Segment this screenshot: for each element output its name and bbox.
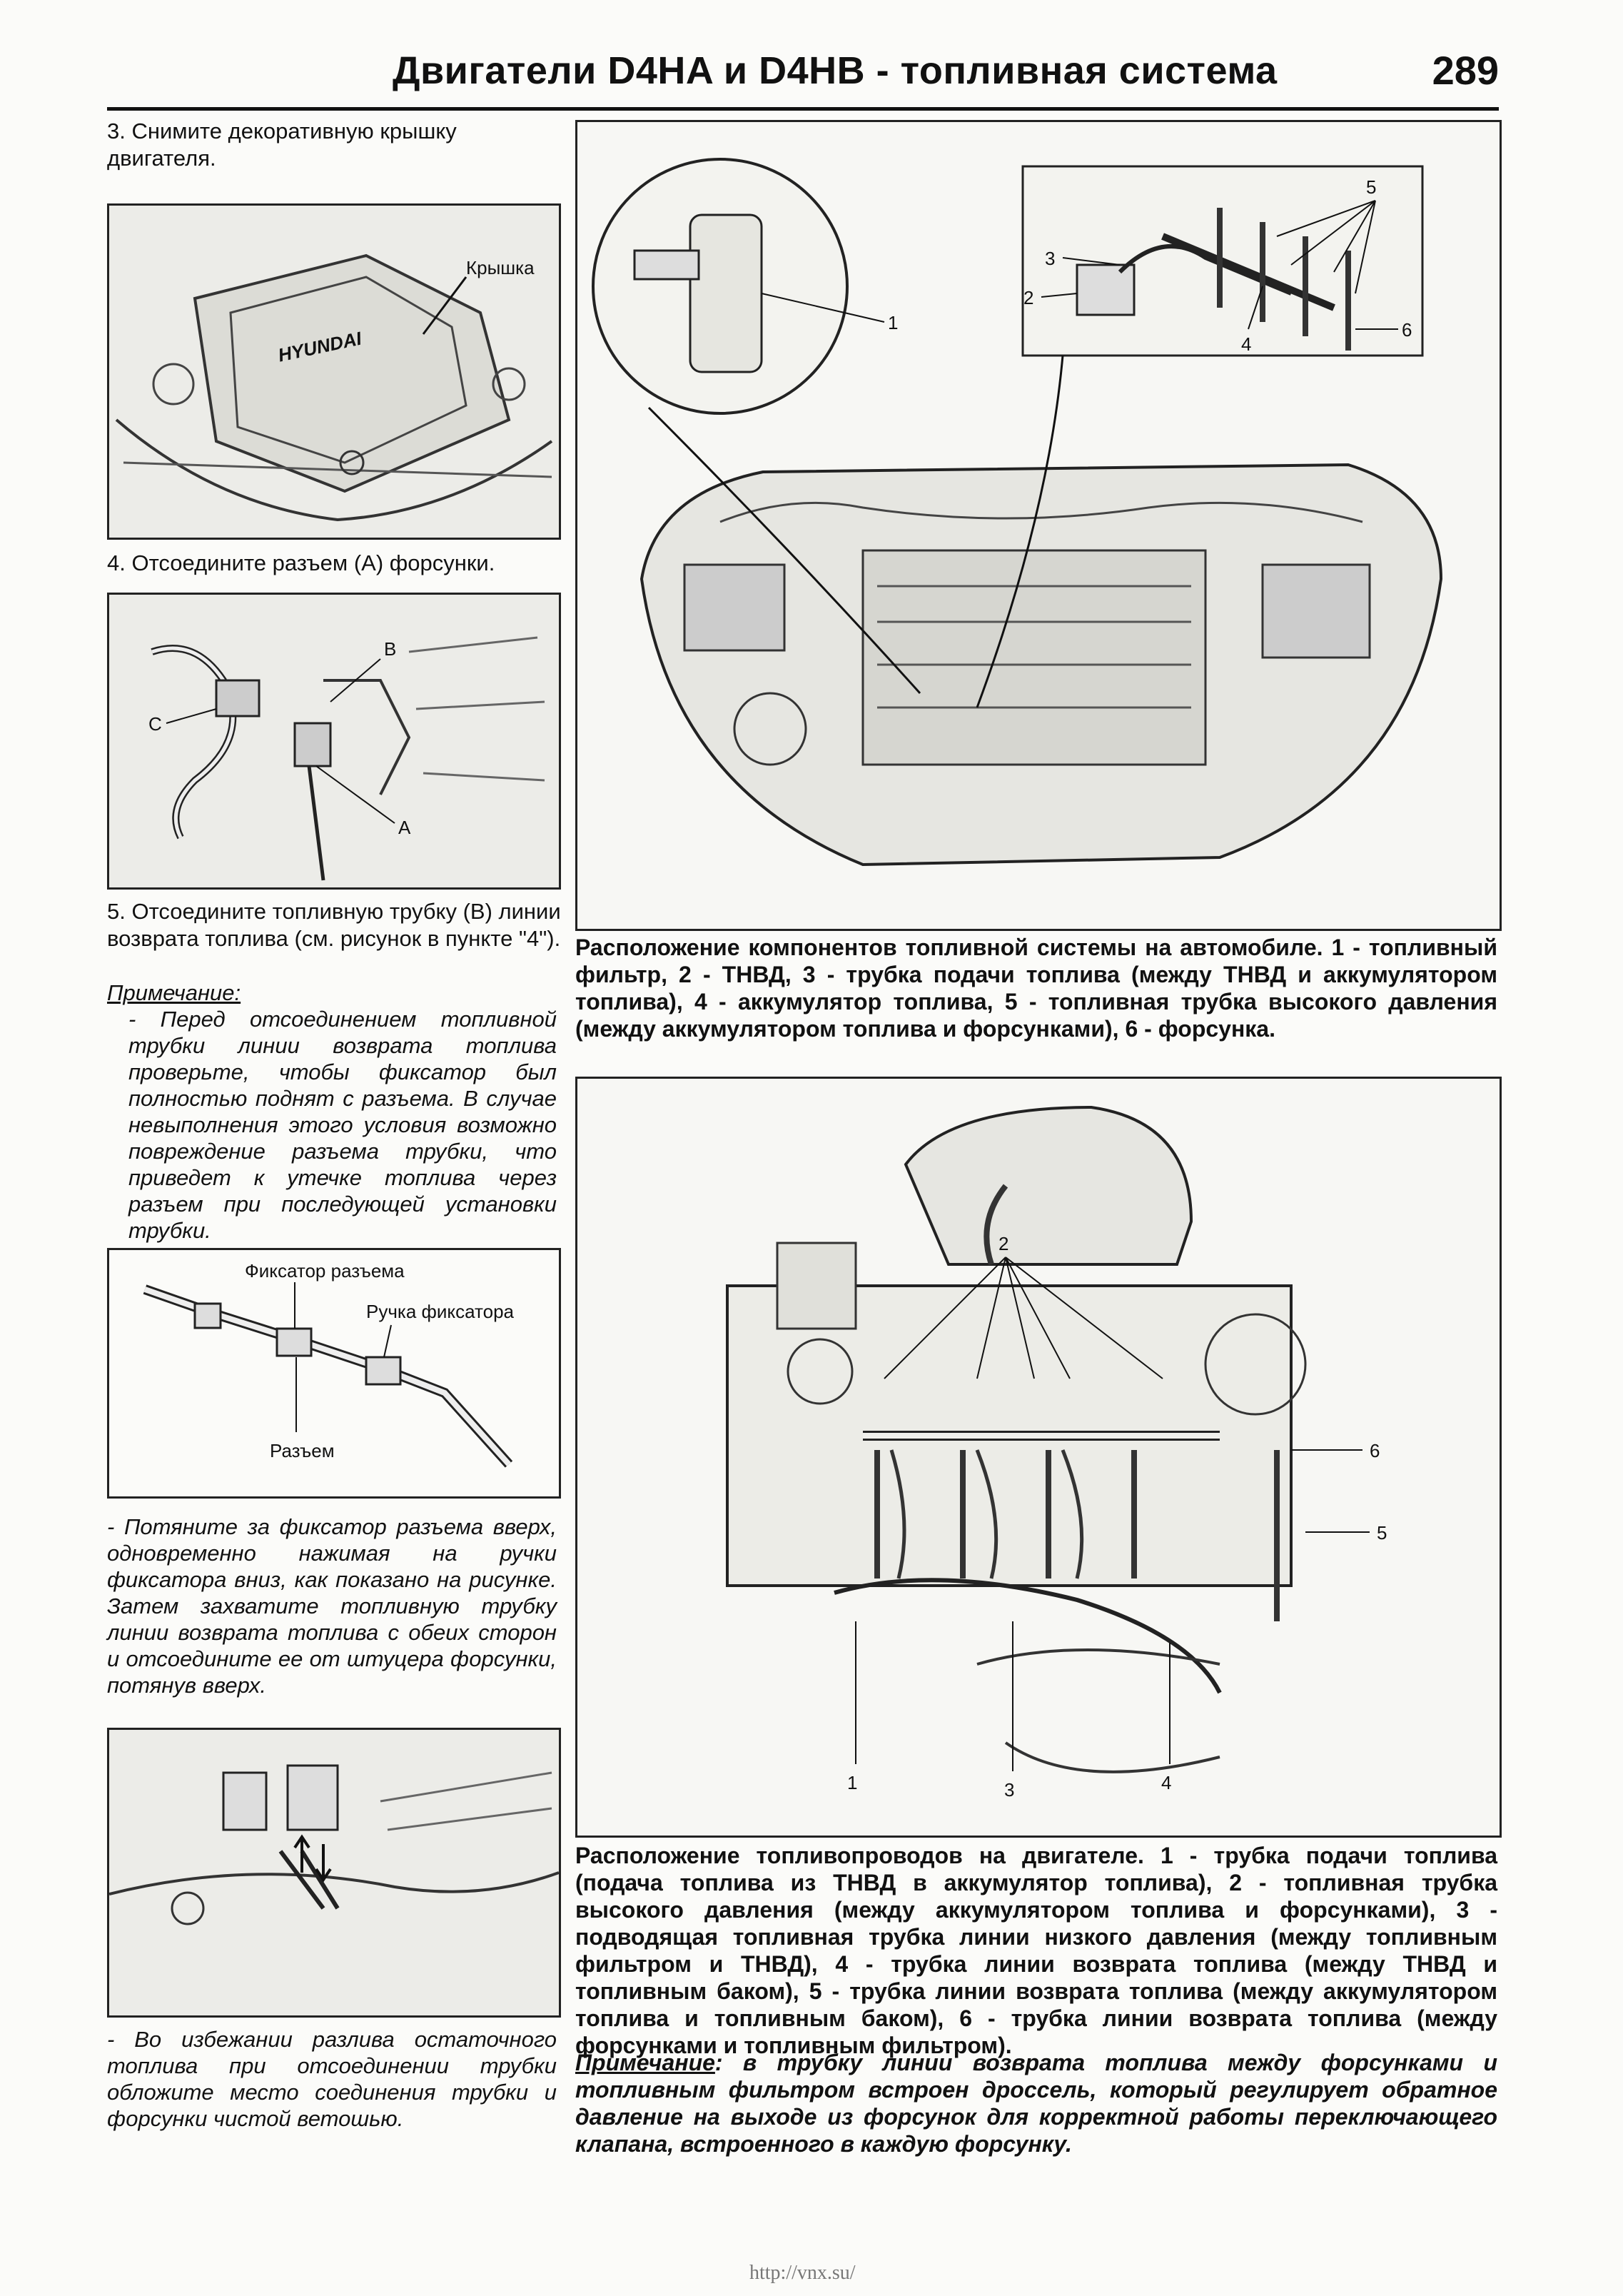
figure-fuel-system-vehicle: 1 2 3 4 5 6 [575, 120, 1502, 931]
step-4-text: 4. Отсоедините разъем (A) форсунки. [107, 550, 495, 575]
connector-label: Разъем [270, 1440, 335, 1461]
label-c: C [148, 713, 162, 735]
right-note: Примечание: в трубку линии возврата топл… [575, 2049, 1497, 2157]
num-4-bottom: 4 [1161, 1772, 1171, 1793]
right-note-text: : в трубку линии возврата топлива между … [575, 2050, 1497, 2157]
page-title: Двигатели D4HA и D4HB - топливная систем… [393, 49, 1278, 92]
left-note: Примечание: - Перед отсоединением топлив… [107, 980, 557, 1244]
figure-pulling-latch [107, 1728, 561, 2018]
num-3-top: 3 [1045, 248, 1055, 269]
num-2-bottom: 2 [998, 1233, 1008, 1254]
step-5-text: 5. Отсоедините топливную трубку (B) лини… [107, 899, 561, 951]
label-a: A [398, 817, 411, 838]
step-3-text: 3. Снимите декоративную крышку двигателя… [107, 119, 457, 171]
num-2-top: 2 [1023, 287, 1033, 308]
label-b: B [384, 638, 396, 660]
caption-top: Расположение компонентов топливной систе… [575, 935, 1497, 1042]
num-6-top: 6 [1402, 319, 1412, 341]
cover-label: Крышка [466, 257, 535, 278]
right-note-title: Примечание [575, 2050, 715, 2075]
figure-injector-connector: B C A [107, 593, 561, 890]
page-header: Двигатели D4HA и D4HB - топливная систем… [107, 44, 1499, 111]
num-4-top: 4 [1241, 333, 1251, 355]
num-5-bottom: 5 [1377, 1522, 1387, 1544]
figure-fuel-lines-engine: 2 1 3 4 5 6 [575, 1077, 1502, 1838]
left-note-text: - Перед отсоединением топливной трубки л… [128, 1007, 557, 1243]
latch-label: Фиксатор разъема [245, 1260, 405, 1282]
num-1-top: 1 [888, 312, 898, 333]
figure-connector-latch: Фиксатор разъема Ручка фиксатора Разъем [107, 1248, 561, 1499]
caption-bottom: Расположение топливопроводов на двигател… [575, 1843, 1497, 2058]
page-number: 289 [1432, 48, 1499, 93]
handle-label: Ручка фиксатора [366, 1301, 515, 1322]
num-1-bottom: 1 [847, 1772, 857, 1793]
pull-instruction: - Потяните за фиксатор разъема вверх, од… [107, 1514, 557, 1698]
footer-url: http://vnx.su/ [749, 2262, 856, 2284]
num-6-bottom: 6 [1370, 1440, 1380, 1461]
figure-engine-cover: HYUNDAI Крышка [107, 203, 561, 540]
spill-instruction: - Во избежании разлива остаточного топли… [107, 2027, 557, 2131]
num-5-top: 5 [1366, 176, 1376, 198]
left-note-title: Примечание: [107, 980, 241, 1005]
num-3-bottom: 3 [1004, 1779, 1014, 1801]
